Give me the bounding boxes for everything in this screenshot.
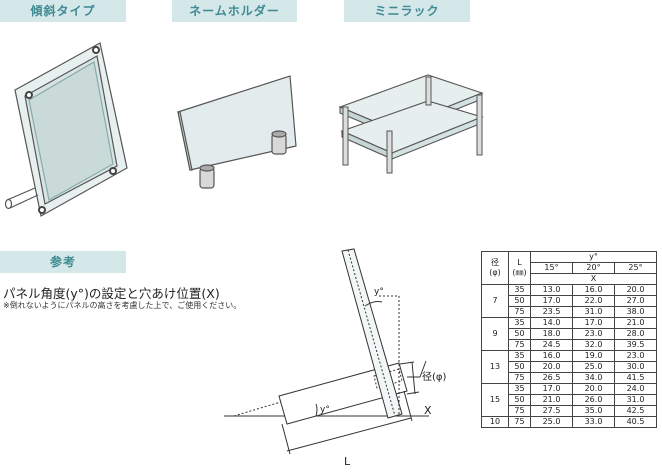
x-value-cell: 32.0 bbox=[572, 339, 615, 351]
length-cell: 50 bbox=[508, 394, 531, 406]
length-cell: 50 bbox=[508, 361, 531, 373]
x-value-cell: 30.0 bbox=[614, 361, 657, 373]
diameter-cell: 10 bbox=[481, 416, 509, 428]
angle-header: 20° bbox=[572, 262, 615, 274]
length-cell: 75 bbox=[508, 339, 531, 351]
name-holder-illustration bbox=[177, 75, 297, 189]
x-value-cell: 40.5 bbox=[614, 416, 657, 428]
x-value-cell: 39.5 bbox=[614, 339, 657, 351]
x-value-cell: 20.0 bbox=[530, 361, 573, 373]
diameter-cell: 13 bbox=[481, 350, 509, 384]
x-value-cell: 31.0 bbox=[572, 306, 615, 318]
x-value-cell: 17.0 bbox=[530, 383, 573, 395]
diameter-label: 径(φ) bbox=[422, 370, 446, 383]
l-dimension-label: L bbox=[344, 455, 351, 468]
y-angle-bottom-label: y° bbox=[320, 405, 330, 415]
x-value-cell: 21.0 bbox=[614, 317, 657, 329]
panel-angle-title: パネル角度(y°)の設定と穴あけ位置(X) bbox=[3, 286, 220, 301]
x-value-cell: 38.0 bbox=[614, 306, 657, 318]
tab-name-holder: ネームホルダー bbox=[172, 0, 297, 22]
x-value-cell: 20.0 bbox=[614, 284, 657, 296]
angle-header: 25° bbox=[614, 262, 657, 274]
x-value-cell: 20.0 bbox=[572, 383, 615, 395]
x-value-cell: 17.0 bbox=[530, 295, 573, 307]
length-cell: 35 bbox=[508, 350, 531, 362]
x-value-cell: 24.5 bbox=[530, 339, 573, 351]
x-value-cell: 23.0 bbox=[614, 350, 657, 362]
x-value-cell: 28.0 bbox=[614, 328, 657, 340]
length-cell: 35 bbox=[508, 284, 531, 296]
length-cell: 35 bbox=[508, 317, 531, 329]
mini-rack-illustration bbox=[338, 74, 484, 174]
length-cell: 75 bbox=[508, 306, 531, 318]
x-value-cell: 14.0 bbox=[530, 317, 573, 329]
x-value-cell: 17.0 bbox=[572, 317, 615, 329]
x-value-cell: 26.5 bbox=[530, 372, 573, 384]
x-header: X bbox=[530, 273, 657, 285]
length-cell: 75 bbox=[508, 416, 531, 428]
x-value-cell: 13.0 bbox=[530, 284, 573, 296]
x-value-cell: 23.5 bbox=[530, 306, 573, 318]
y-angle-header: y° bbox=[530, 251, 657, 263]
length-cell: 75 bbox=[508, 372, 531, 384]
x-value-cell: 42.5 bbox=[614, 405, 657, 417]
length-cell: 75 bbox=[508, 405, 531, 417]
x-value-cell: 31.0 bbox=[614, 394, 657, 406]
diameter-cell: 15 bbox=[481, 383, 509, 417]
x-value-cell: 35.0 bbox=[572, 405, 615, 417]
x-value-cell: 16.0 bbox=[572, 284, 615, 296]
l-header: L(㎜) bbox=[508, 251, 531, 285]
length-cell: 35 bbox=[508, 383, 531, 395]
x-value-cell: 25.0 bbox=[572, 361, 615, 373]
x-value-cell: 34.0 bbox=[572, 372, 615, 384]
tab-mini-rack: ミニラック bbox=[344, 0, 470, 22]
x-value-cell: 33.0 bbox=[572, 416, 615, 428]
x-value-cell: 41.5 bbox=[614, 372, 657, 384]
x-value-cell: 18.0 bbox=[530, 328, 573, 340]
angle-header: 15° bbox=[530, 262, 573, 274]
x-value-cell: 16.0 bbox=[530, 350, 573, 362]
x-value-cell: 21.0 bbox=[530, 394, 573, 406]
length-cell: 50 bbox=[508, 295, 531, 307]
tilt-stand-illustration bbox=[5, 42, 128, 217]
angle-diagram: y° y° 径(φ) X L bbox=[224, 248, 446, 468]
diameter-cell: 9 bbox=[481, 317, 509, 351]
x-value-cell: 19.0 bbox=[572, 350, 615, 362]
x-value-cell: 24.0 bbox=[614, 383, 657, 395]
x-value-cell: 27.5 bbox=[530, 405, 573, 417]
y-angle-top-label: y° bbox=[374, 287, 384, 297]
x-value-cell: 22.0 bbox=[572, 295, 615, 307]
tab-reference: 参考 bbox=[0, 251, 126, 273]
diameter-cell: 7 bbox=[481, 284, 509, 318]
x-value-cell: 26.0 bbox=[572, 394, 615, 406]
x-value-cell: 23.0 bbox=[572, 328, 615, 340]
tab-tilt-type: 傾斜タイプ bbox=[0, 0, 126, 22]
length-cell: 50 bbox=[508, 328, 531, 340]
diameter-header: 径(φ) bbox=[481, 251, 509, 285]
x-dimension-label: X bbox=[424, 404, 432, 417]
caution-note: ※倒れないようにパネルの高さを考慮した上で、ご使用ください。 bbox=[3, 301, 242, 310]
x-value-cell: 27.0 bbox=[614, 295, 657, 307]
x-value-cell: 25.0 bbox=[530, 416, 573, 428]
